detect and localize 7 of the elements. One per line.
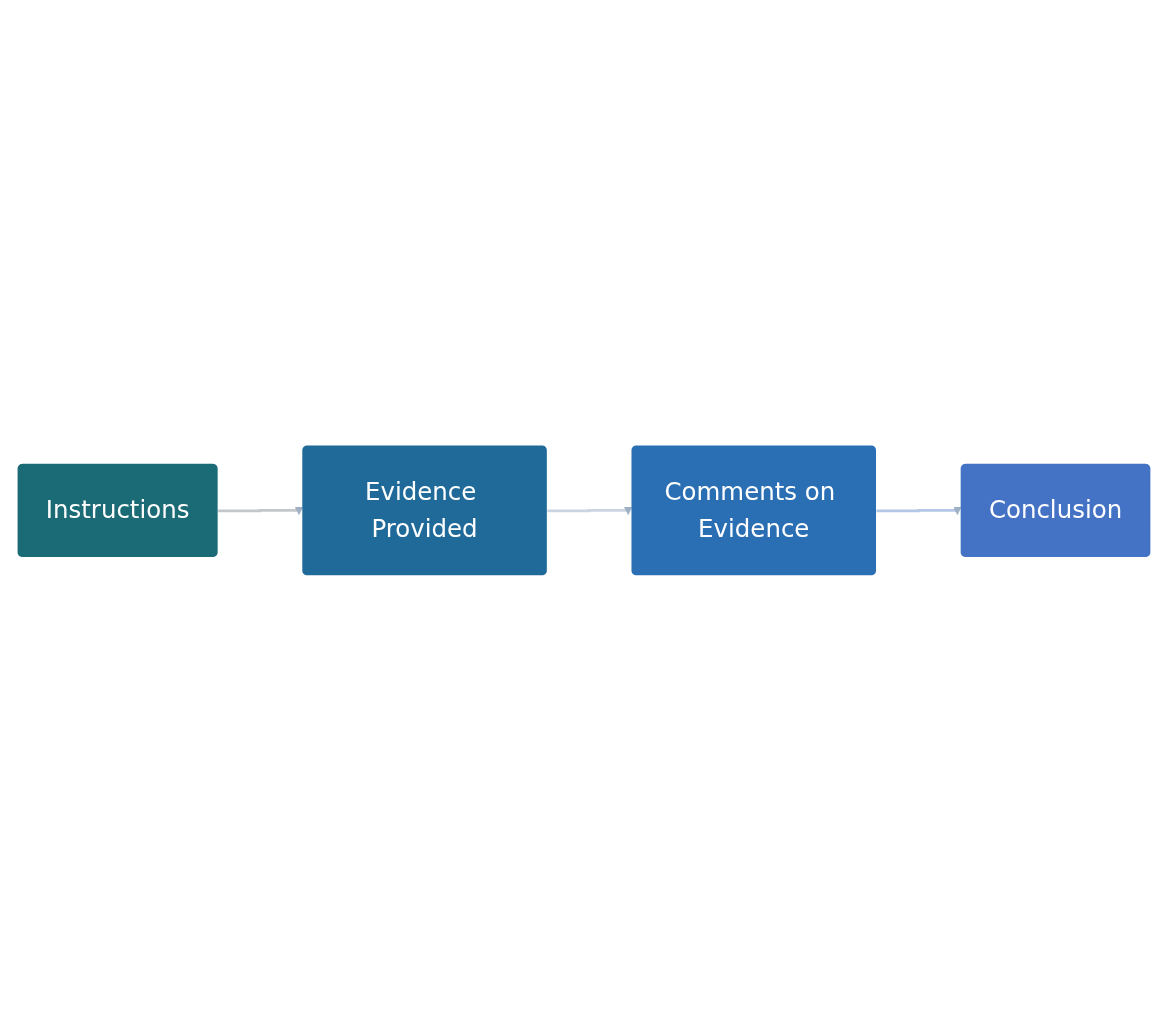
node-box: Comments on Evidence <box>631 445 877 576</box>
arrow <box>218 506 304 516</box>
node-box: Conclusion <box>960 463 1151 558</box>
arrow <box>547 506 633 516</box>
node-box: Evidence Provided <box>302 445 547 576</box>
arrow <box>876 506 962 516</box>
node-box: Instructions <box>17 463 218 558</box>
